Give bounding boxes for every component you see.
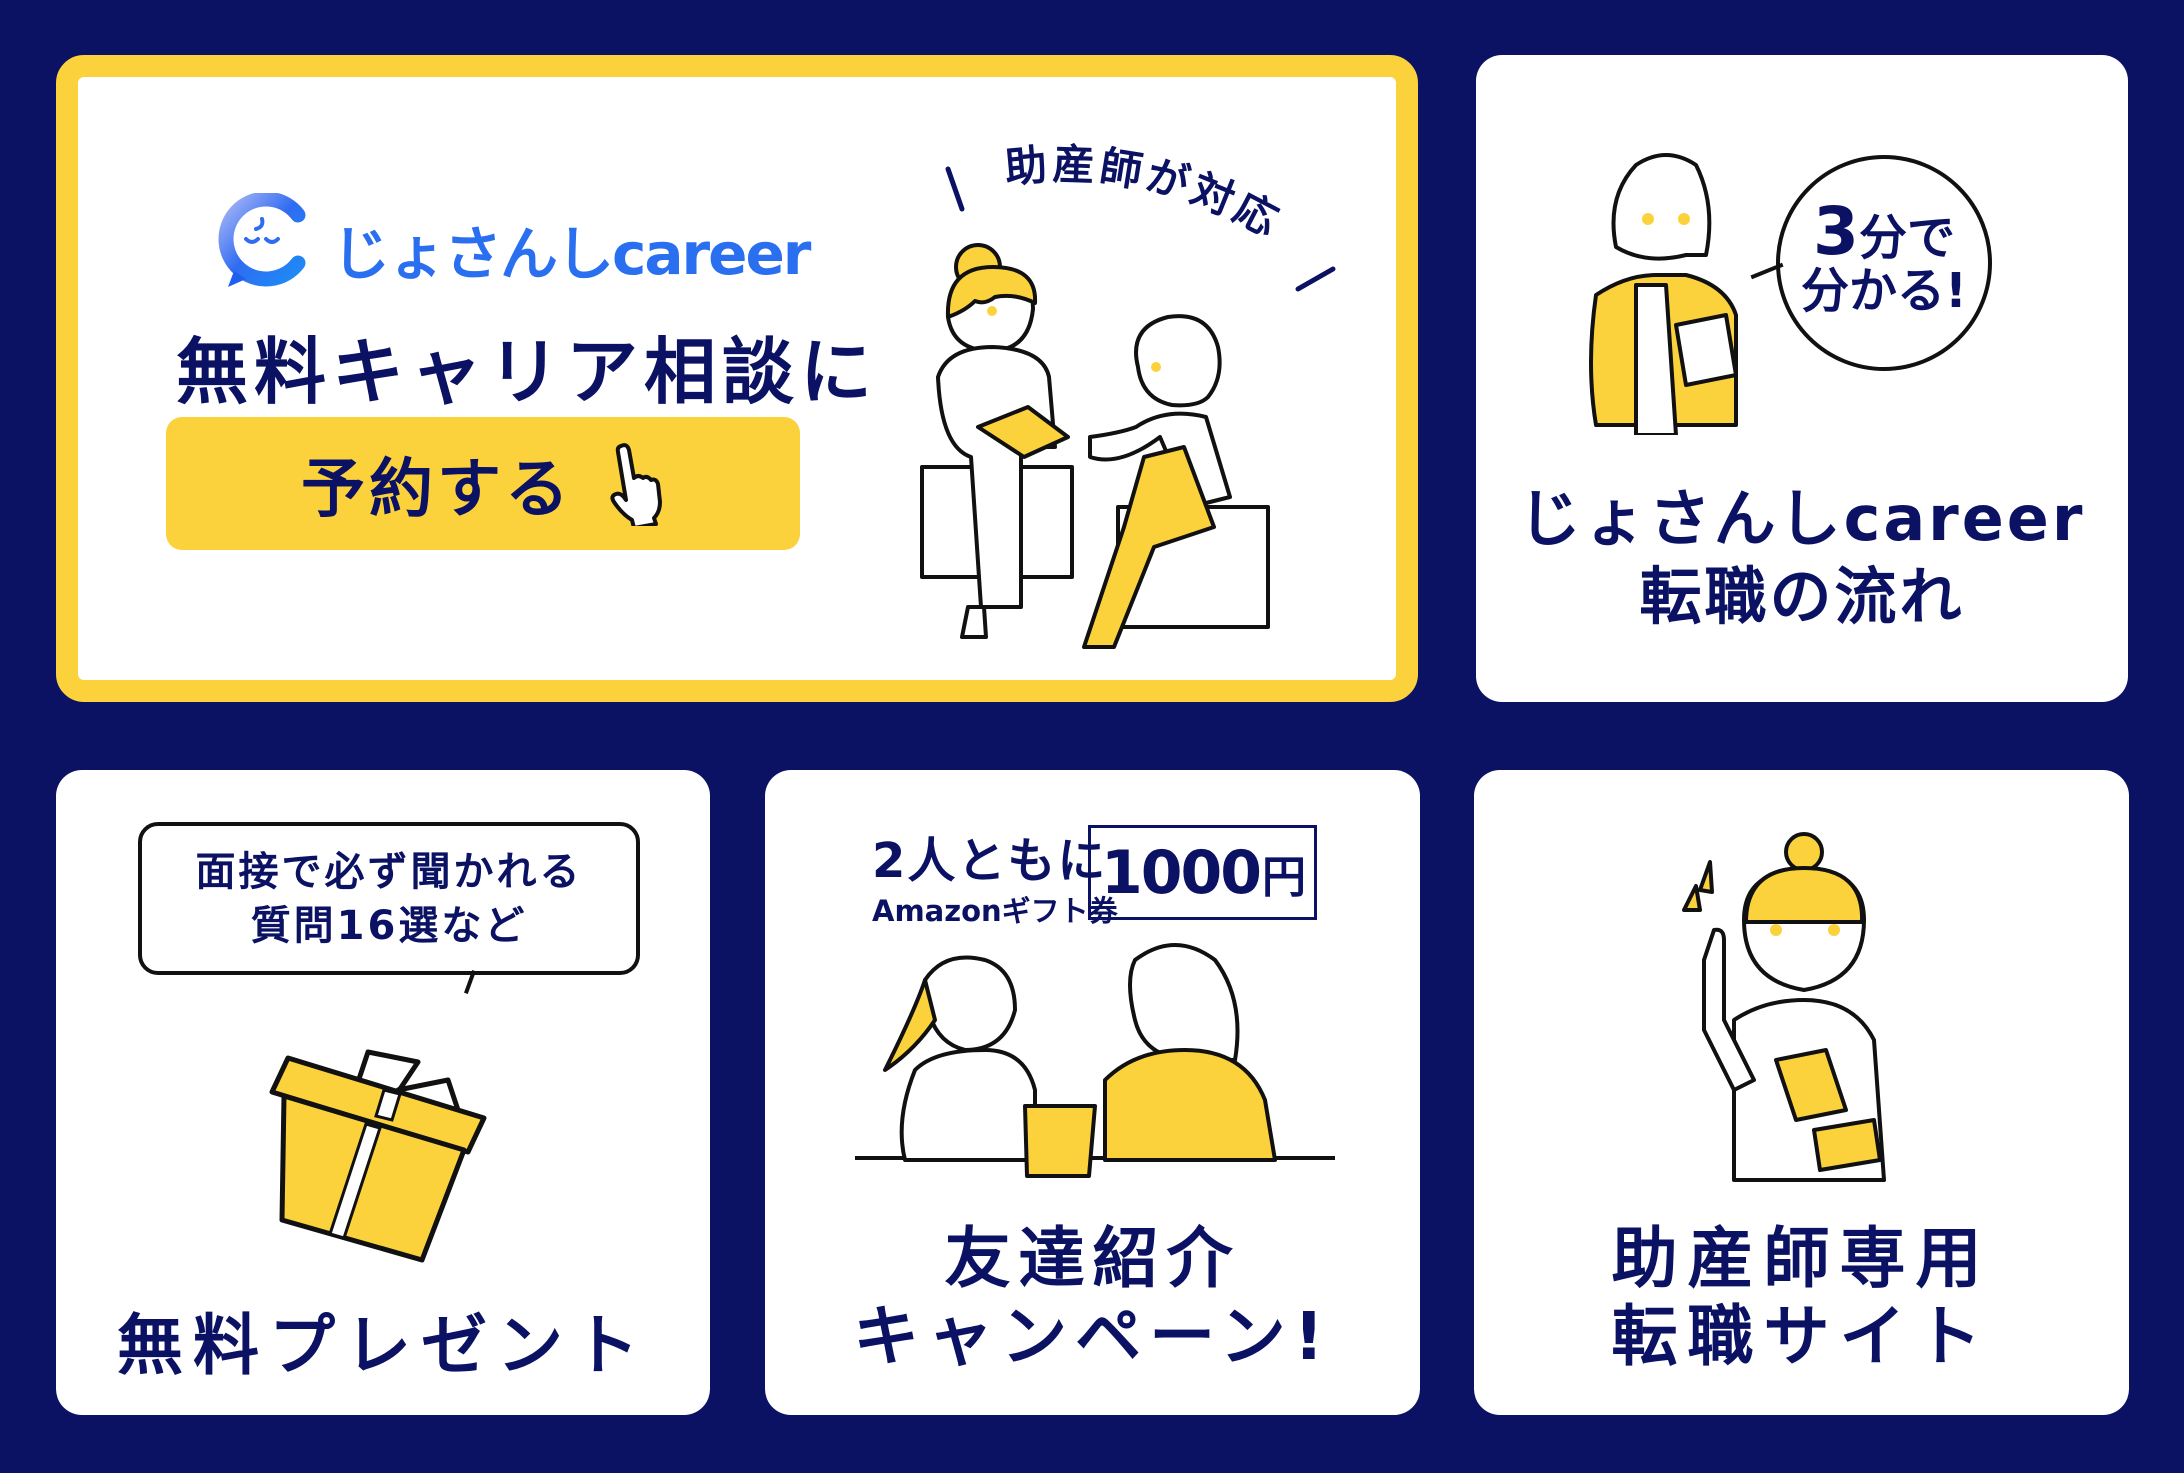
gift-box-icon bbox=[269, 1049, 487, 1263]
woman-with-notebook-illustration bbox=[1589, 153, 1738, 435]
consultation-illustration bbox=[920, 243, 1270, 649]
career-flow-card[interactable]: 3分で 分かる! じょさんしcareer 転職の流れ bbox=[1476, 55, 2128, 702]
speech-line1: 面接で必ず聞かれる bbox=[195, 848, 583, 895]
pointing-hand-icon bbox=[610, 442, 662, 526]
three-minutes-bubble: 3分で 分かる! bbox=[1776, 155, 1992, 371]
reserve-button-label: 予約する bbox=[301, 452, 573, 527]
bubble-line2: 分かる! bbox=[1801, 263, 1967, 320]
career-flow-title-line2: 転職の流れ bbox=[1639, 560, 1965, 633]
midwife-support-tagline: 助産師が対応 bbox=[945, 139, 1336, 292]
free-present-title: 無料プレゼント bbox=[117, 1307, 649, 1384]
free-consultation-card[interactable]: じょさんしcareer 無料キャリア相談に 予約する 助産師が対応 bbox=[56, 55, 1418, 702]
promo-currency: 円 bbox=[1262, 851, 1306, 903]
bubble-number: 3 bbox=[1813, 193, 1859, 270]
career-flow-title-line1: じょさんしcareer bbox=[1518, 482, 2086, 555]
free-present-card[interactable]: 面接で必ず聞かれる 質問16選など 無料プレゼント bbox=[56, 770, 710, 1415]
smiling-speech-bubble-icon bbox=[218, 193, 306, 287]
referral-campaign-title: 友達紹介 キャンペーン! bbox=[765, 1220, 1420, 1376]
midwife-job-site-card[interactable]: 助産師専用 転職サイト bbox=[1474, 770, 2129, 1415]
site-title-line1: 助産師専用 bbox=[1611, 1220, 1992, 1297]
referral-title-line2: キャンペーン! bbox=[853, 1298, 1332, 1375]
promo-gift-card-label: Amazonギフト券 bbox=[872, 894, 1118, 928]
brand-logo-text: じょさんしcareer bbox=[332, 220, 811, 288]
consultation-headline: 無料キャリア相談に bbox=[176, 330, 879, 414]
site-title-line2: 転職サイト bbox=[1611, 1298, 1992, 1375]
two-women-talking-illustration bbox=[855, 943, 1335, 1178]
speech-line2: 質問16選など bbox=[250, 902, 528, 949]
referral-title-line1: 友達紹介 bbox=[944, 1220, 1241, 1297]
career-flow-title: じょさんしcareer 転職の流れ bbox=[1476, 480, 2128, 636]
promo-both-people: 2人ともに bbox=[872, 833, 1108, 889]
pointing-nurse-illustration bbox=[1682, 832, 1886, 1182]
bubble-line1: 分で bbox=[1858, 210, 1955, 266]
promo-amount: 1000 bbox=[1101, 837, 1262, 908]
reserve-button[interactable]: 予約する bbox=[166, 417, 800, 550]
midwife-job-site-title: 助産師専用 転職サイト bbox=[1474, 1220, 2129, 1376]
present-speech-bubble: 面接で必ず聞かれる 質問16選など bbox=[138, 822, 640, 975]
